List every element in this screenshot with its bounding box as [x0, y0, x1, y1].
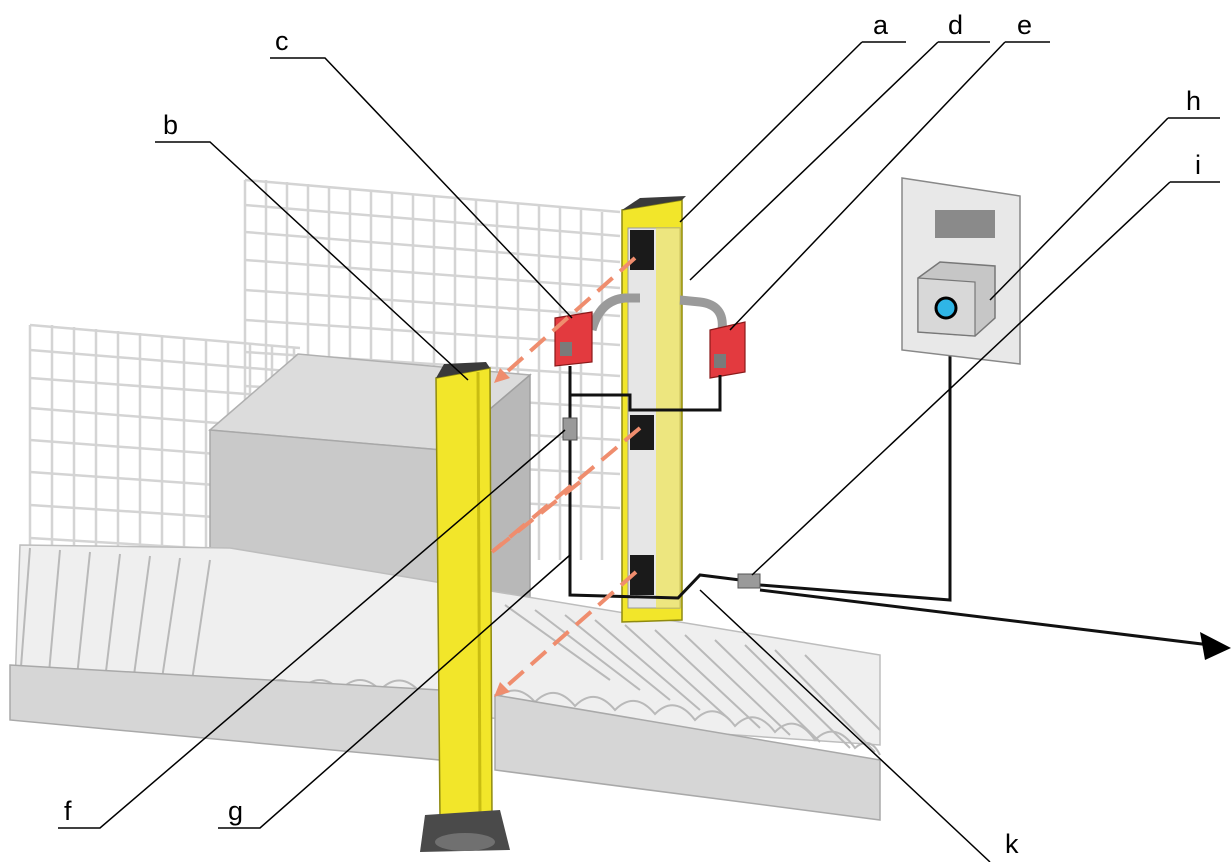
output-arrow-head	[1200, 632, 1231, 660]
transmitter-column	[420, 362, 510, 852]
cabling	[568, 345, 1211, 647]
reset-button-icon	[934, 296, 958, 320]
beam-arrowheads	[494, 368, 510, 697]
label-i: i	[1195, 150, 1201, 180]
light-beams	[490, 256, 642, 694]
label-f: f	[64, 796, 72, 826]
muting-sensor-right	[679, 295, 746, 379]
label-b: b	[163, 110, 178, 140]
label-e: e	[1017, 10, 1032, 40]
label-h: h	[1186, 86, 1201, 116]
label-k: k	[1005, 829, 1019, 859]
label-c: c	[275, 26, 289, 56]
label-d: d	[948, 10, 963, 40]
control-panel	[901, 177, 1021, 365]
cable-connector-left	[562, 417, 578, 441]
callout-leaders	[58, 41, 1220, 863]
cable-connector-right	[737, 573, 761, 589]
label-g: g	[228, 796, 243, 826]
label-a: a	[873, 10, 889, 40]
muting-sensor-left	[554, 293, 640, 367]
roller-conveyor	[9, 544, 881, 821]
